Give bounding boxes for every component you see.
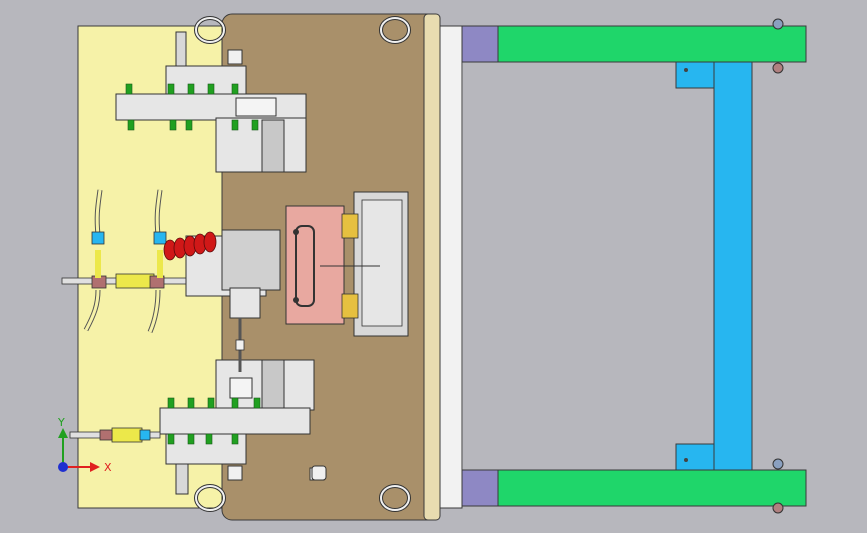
spring-actuator (163, 229, 281, 372)
pivot-bolt-top (772, 18, 784, 30)
frame-bar-bottom (497, 469, 807, 507)
clamp-assembly-top (115, 31, 307, 173)
bracket-bolt (684, 458, 688, 462)
locating-rod-bottom (69, 427, 161, 443)
frame-bar-top (497, 25, 807, 63)
locating-rod-middle (61, 189, 203, 333)
axis-y-label: Y (57, 416, 65, 429)
axis-origin (58, 462, 68, 472)
pivot-bolt-top-nut (772, 62, 784, 74)
lifting-ring (379, 16, 411, 44)
pivot-bolt-bottom (772, 458, 784, 470)
lifting-ring (379, 484, 411, 512)
clamp-assembly-bottom (159, 359, 325, 495)
axis-x-arrow (90, 462, 100, 472)
upright-bracket-top (675, 61, 715, 89)
end-block-bottom (461, 469, 499, 507)
lifting-ring (194, 16, 226, 44)
axis-y-arrow (58, 428, 68, 438)
bracket-bolt (684, 68, 688, 72)
end-block-top (461, 25, 499, 63)
dowel-pin (311, 465, 327, 481)
lifting-ring (194, 484, 226, 512)
frame-open-area (461, 61, 715, 471)
slide-block (285, 191, 409, 337)
mount-plate-edge (423, 13, 441, 521)
frame-side-strip (439, 25, 463, 509)
frame-upright (713, 61, 753, 471)
upright-bracket-bottom (675, 443, 715, 471)
axis-x-label: X (104, 461, 112, 474)
pins-bottom (167, 397, 261, 445)
pivot-bolt-bottom-nut (772, 502, 784, 514)
pins-top (125, 83, 259, 131)
coordinate-triad (58, 428, 100, 472)
